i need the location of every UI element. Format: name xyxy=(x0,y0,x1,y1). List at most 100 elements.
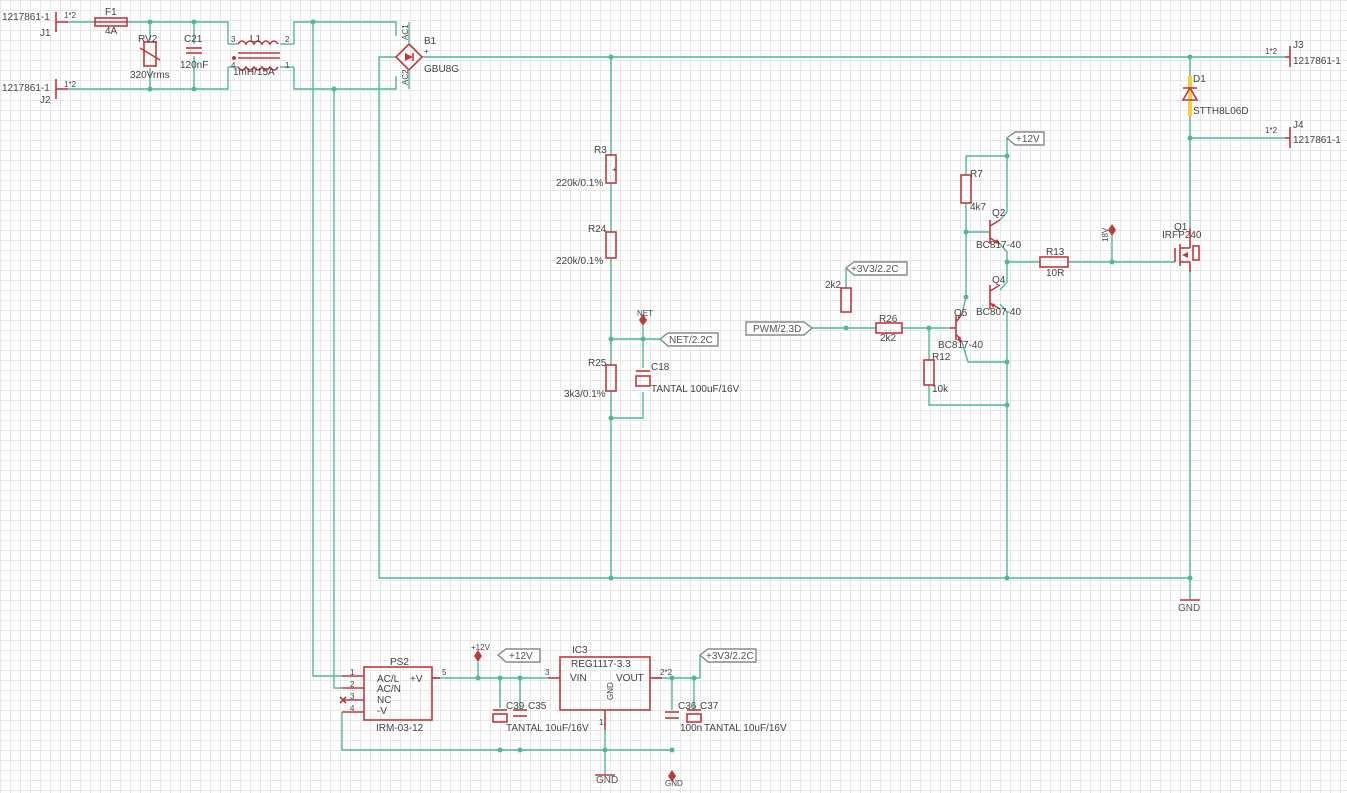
junction xyxy=(691,675,697,681)
capacitor-c36[interactable]: C36 100n xyxy=(665,701,702,734)
svg-text:NET: NET xyxy=(637,309,653,318)
junction xyxy=(310,19,316,25)
resistor-r26[interactable]: R26 2k2 xyxy=(875,314,903,344)
svg-text:D1: D1 xyxy=(1193,74,1206,85)
capacitor-c35[interactable]: C35 TANTAL 10uF/16V xyxy=(506,701,589,734)
svg-text:C21: C21 xyxy=(184,34,203,45)
svg-text:GND: GND xyxy=(606,682,615,700)
resistor-r7[interactable]: R7 4k7 xyxy=(960,169,987,213)
junction xyxy=(497,675,503,681)
label-12v-top[interactable]: +12V xyxy=(1005,131,1045,146)
junction xyxy=(963,294,969,300)
wire-input-neutral xyxy=(68,67,229,90)
junction xyxy=(147,19,153,25)
junction xyxy=(1004,259,1010,265)
resistor-r12[interactable]: R12 10k xyxy=(923,352,951,395)
label-12v-bottom[interactable]: +12V xyxy=(496,648,541,663)
resistor-r25[interactable]: R25 3k3/0.1% xyxy=(564,358,617,400)
transistor-q5[interactable]: Q5 BC817-40 xyxy=(938,308,983,351)
svg-text:2k2: 2k2 xyxy=(825,280,842,291)
transistor-q4[interactable]: Q4 BC807-40 xyxy=(976,275,1021,318)
capacitor-c21[interactable]: C21 120nF xyxy=(180,34,208,71)
varistor-rv2[interactable]: RV2 320Vrms xyxy=(130,34,170,81)
svg-text:IRM-03-12: IRM-03-12 xyxy=(376,723,424,734)
svg-text:10k: 10k xyxy=(932,384,949,395)
power-module-ps2[interactable]: 1 2 3 4 5 AC/L AC/N NC -V +V PS2 IRM-03-… xyxy=(339,657,447,734)
junction xyxy=(191,86,197,92)
transistor-q2[interactable]: Q2 BC817-40 xyxy=(976,208,1021,251)
wire-q5-collector xyxy=(961,296,967,315)
capacitor-c18[interactable]: C18 TANTAL 100uF/16V xyxy=(635,362,740,395)
net-marker-gnd-small: GND xyxy=(665,770,683,788)
resistor-2k2-pullup[interactable]: 2k2 xyxy=(825,280,852,313)
label-3v3-bottom[interactable]: +3V3/2.2C xyxy=(698,648,757,663)
svg-text:+12V: +12V xyxy=(471,643,491,652)
svg-text:1*2: 1*2 xyxy=(64,11,77,20)
resistor-r13[interactable]: R13 10R xyxy=(1039,247,1069,279)
svg-text:REG1117-3.3: REG1117-3.3 xyxy=(571,659,631,670)
svg-text:BC817-40: BC817-40 xyxy=(976,240,1021,251)
svg-text:VIN: VIN xyxy=(570,673,587,684)
bridge-rectifier-b1[interactable]: AC1 AC2 B1 + GBU8G xyxy=(394,22,459,89)
svg-text:R25: R25 xyxy=(588,358,607,369)
svg-text:F1: F1 xyxy=(105,7,117,18)
label-3v3-mid[interactable]: +3V3/2.2C xyxy=(844,261,908,276)
resistor-r24[interactable]: R24 220k/0.1% xyxy=(556,224,617,267)
svg-text:R26: R26 xyxy=(879,314,898,325)
svg-text:AC/L: AC/L xyxy=(377,674,400,685)
capacitor-c39[interactable]: C39 xyxy=(492,701,525,723)
junction xyxy=(1004,359,1010,365)
label-net[interactable]: NET/2.2C xyxy=(658,332,719,347)
svg-text:R12: R12 xyxy=(932,352,951,363)
junction xyxy=(602,747,608,753)
svg-text:3: 3 xyxy=(231,35,236,44)
resistor-r3[interactable]: + R3 220k/0.1% xyxy=(556,145,617,189)
wire-q4-collector xyxy=(999,303,1008,578)
connector-j4[interactable]: 1*2 J4 1217861-1 xyxy=(1265,120,1341,148)
mosfet-q1[interactable]: Q1 IRFP240 xyxy=(1162,222,1202,272)
svg-text:4: 4 xyxy=(231,61,236,70)
svg-text:1*2: 1*2 xyxy=(1265,126,1278,135)
junction xyxy=(1004,153,1010,159)
svg-text:BC817-40: BC817-40 xyxy=(938,340,983,351)
svg-text:TANTAL 100uF/16V: TANTAL 100uF/16V xyxy=(651,384,740,395)
svg-text:L1: L1 xyxy=(250,34,262,45)
svg-text:VOUT: VOUT xyxy=(616,673,644,684)
connector-j3[interactable]: 1*2 J3 1217861-1 xyxy=(1265,40,1341,67)
connector-j1[interactable]: 1217861-1 1*2 J1 xyxy=(2,11,77,39)
wire-f1-l1 xyxy=(127,21,229,44)
ground-symbol-main: GND xyxy=(1178,599,1200,614)
svg-text:GND: GND xyxy=(665,779,683,788)
net-marker-12v-small: +12V xyxy=(471,643,491,662)
svg-text:AC2: AC2 xyxy=(401,69,410,85)
svg-text:Q5: Q5 xyxy=(954,308,968,319)
regulator-ic3[interactable]: VIN VOUT GND 3 2*2 1 IC3 REG1117-3.3 xyxy=(545,645,673,730)
svg-text:120nF: 120nF xyxy=(180,60,208,71)
label-pwm[interactable]: PWM/2.3D xyxy=(745,321,814,336)
fuse-f1[interactable]: F1 4A xyxy=(94,7,128,37)
connector-j2[interactable]: 1217861-1 1*2 J2 xyxy=(2,79,77,106)
diode-d1[interactable]: D1 STTH8L06D xyxy=(1181,74,1249,117)
junction xyxy=(843,325,849,331)
capacitor-c37[interactable]: C37 TANTAL 10uF/16V xyxy=(686,701,787,734)
svg-text:320Vrms: 320Vrms xyxy=(130,70,170,81)
svg-text:NET/2.2C: NET/2.2C xyxy=(669,335,713,346)
svg-text:C39: C39 xyxy=(506,701,525,712)
wire-bridge-minus xyxy=(378,56,1190,579)
junction xyxy=(1187,135,1193,141)
svg-text:Q2: Q2 xyxy=(992,208,1006,219)
svg-text:220k/0.1%: 220k/0.1% xyxy=(556,256,603,267)
svg-text:2: 2 xyxy=(350,680,355,689)
svg-text:B1: B1 xyxy=(424,36,437,47)
svg-text:C37: C37 xyxy=(700,701,719,712)
svg-text:5: 5 xyxy=(442,668,447,677)
svg-text:IRFP240: IRFP240 xyxy=(1162,230,1202,241)
wire-ps2-acn xyxy=(333,89,342,689)
svg-text:+3V3/2.2C: +3V3/2.2C xyxy=(706,651,754,662)
wire-q2q4-mid xyxy=(999,243,1008,291)
svg-text:4k7: 4k7 xyxy=(970,202,987,213)
choke-l1[interactable]: 3 2 4 1 L1 1mH/15A xyxy=(228,34,294,78)
junction xyxy=(191,19,197,25)
junction xyxy=(669,747,675,753)
svg-text:3k3/0.1%: 3k3/0.1% xyxy=(564,389,606,400)
